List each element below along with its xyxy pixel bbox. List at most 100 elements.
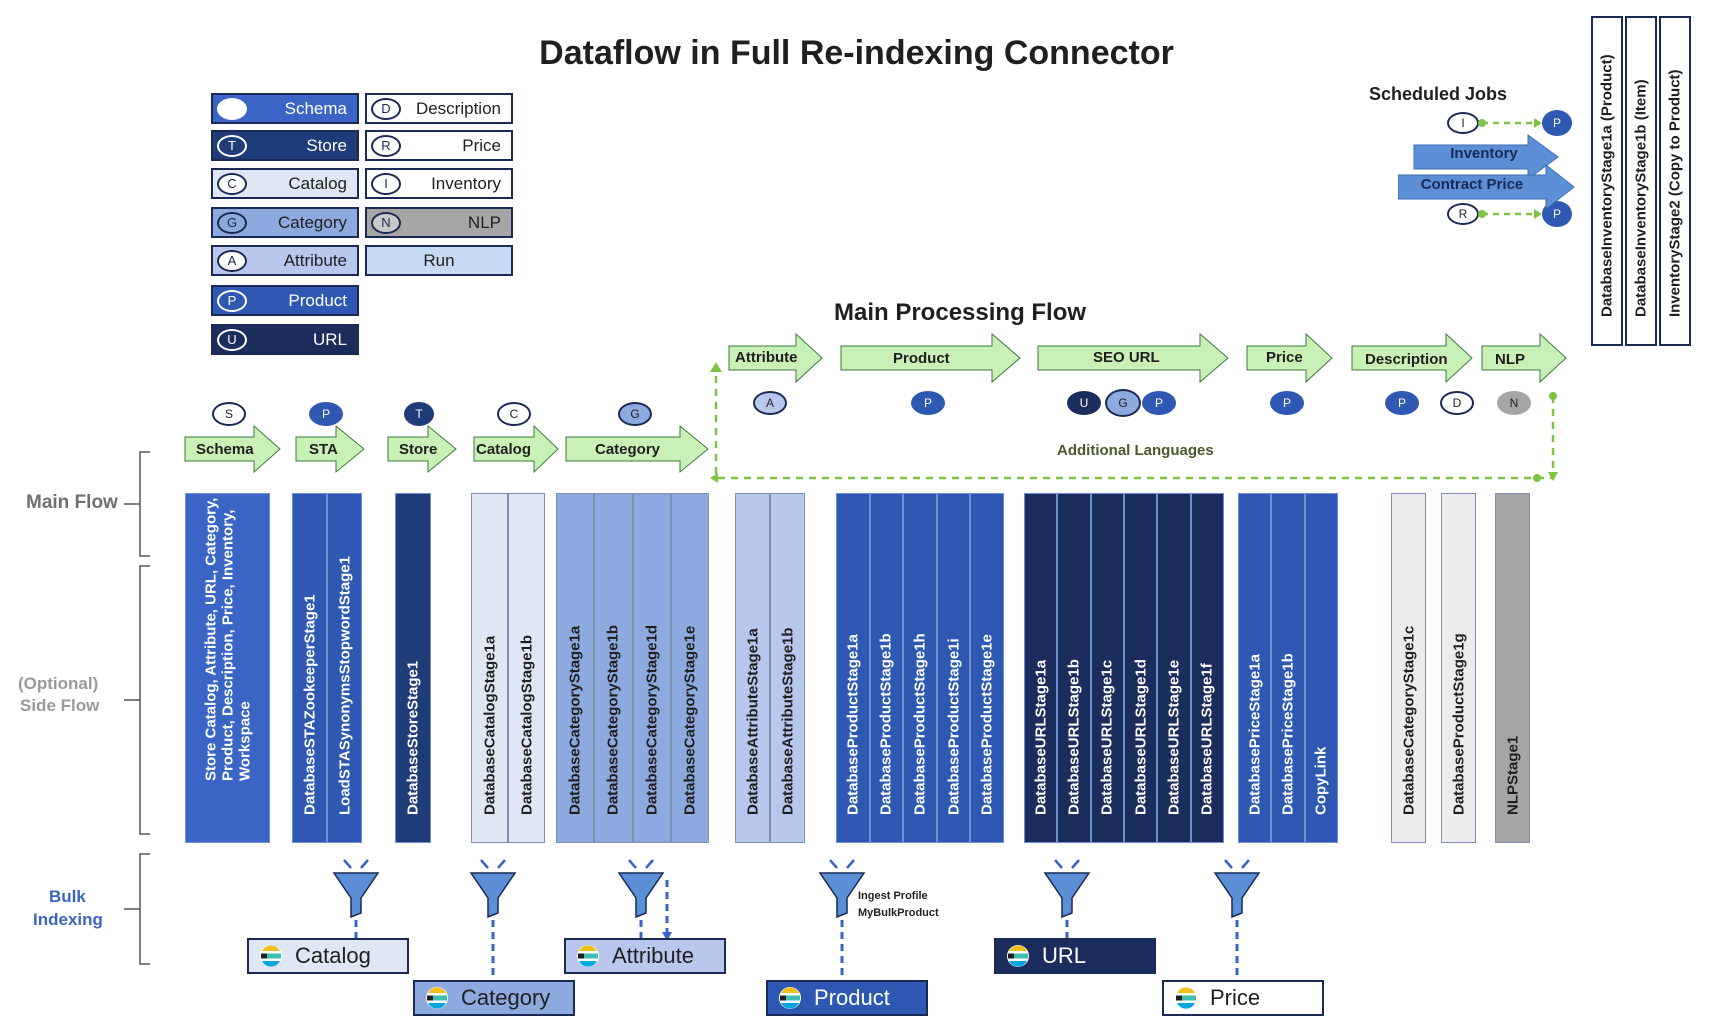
task-box-category: DatabaseCategoryStage1a bbox=[556, 493, 595, 843]
token-price: R bbox=[1447, 203, 1479, 225]
token-t: T bbox=[404, 402, 434, 426]
stage-store: Store bbox=[399, 441, 438, 458]
task-box-product: DatabaseProductStage1b bbox=[869, 493, 904, 843]
task-box-nlp: NLPStage1 bbox=[1495, 493, 1530, 843]
legend-token: T bbox=[217, 134, 247, 157]
funnel-icon bbox=[469, 859, 517, 990]
token-c: C bbox=[497, 402, 531, 426]
legend-label: Store bbox=[306, 135, 347, 155]
token-u: U bbox=[1067, 391, 1101, 415]
task-box-description2: DatabaseProductStage1g bbox=[1441, 493, 1476, 843]
task-box-url: DatabaseURLStage1f bbox=[1190, 493, 1224, 843]
stage-schema: Schema bbox=[196, 441, 254, 458]
scheduled-stage: InventoryStage2 (Copy to Product) bbox=[1659, 16, 1691, 346]
legend-token: C bbox=[217, 172, 247, 195]
output-label: Catalog bbox=[295, 943, 371, 968]
task-box-category: DatabaseCategoryStage1d bbox=[632, 493, 671, 843]
task-box-attribute: DatabaseAttributeStage1b bbox=[770, 493, 805, 843]
ingest-profile-name: MyBulkProduct bbox=[858, 907, 939, 919]
legend-label: Catalog bbox=[288, 173, 347, 193]
funnel-icon bbox=[1043, 859, 1091, 948]
elasticsearch-icon bbox=[425, 986, 449, 1010]
stage-description: Description bbox=[1365, 351, 1448, 368]
task-box-category: DatabaseCategoryStage1e bbox=[670, 493, 709, 843]
task-box-catalog: DatabaseCatalogStage1a bbox=[471, 493, 508, 843]
output-label: Price bbox=[1210, 985, 1261, 1010]
output-index-product: Product bbox=[766, 980, 928, 1016]
output-index-price: Price bbox=[1162, 980, 1324, 1016]
token-p: P bbox=[1142, 391, 1176, 415]
output-label: URL bbox=[1042, 943, 1087, 968]
legend-label: URL bbox=[312, 329, 347, 349]
token-g: G bbox=[1105, 389, 1141, 417]
task-box-attribute: DatabaseAttributeStage1a bbox=[735, 493, 770, 843]
elasticsearch-icon bbox=[1006, 944, 1030, 968]
legend-token: A bbox=[217, 249, 247, 272]
elasticsearch-icon bbox=[778, 986, 802, 1010]
stage-attribute: Attribute bbox=[735, 349, 798, 366]
task-box-url: DatabaseURLStage1c bbox=[1090, 493, 1124, 843]
stage-seo-url: SEO URL bbox=[1093, 349, 1160, 366]
legend-token: U bbox=[217, 328, 247, 351]
additional-languages-label: Additional Languages bbox=[1057, 442, 1214, 459]
inventory-arrow-label: Inventory bbox=[1450, 145, 1518, 162]
token-n: N bbox=[1497, 391, 1531, 415]
output-index-attribute: Attribute bbox=[564, 938, 726, 974]
legend-label: Price bbox=[462, 135, 501, 155]
funnel-icon bbox=[617, 859, 665, 948]
task-box-sta: DatabaseSTAZookeeperStage1 bbox=[292, 493, 327, 843]
task-box-store: DatabaseStoreStage1 bbox=[395, 493, 431, 843]
legend-item-run: Run bbox=[365, 245, 513, 276]
legend-label: Category bbox=[278, 212, 347, 232]
token-product: P bbox=[1542, 110, 1572, 136]
elasticsearch-icon bbox=[576, 944, 600, 968]
legend-label: Product bbox=[288, 290, 347, 310]
elasticsearch-icon bbox=[1174, 986, 1198, 1010]
stage-nlp: NLP bbox=[1495, 351, 1525, 368]
legend-label: NLP bbox=[467, 212, 501, 232]
legend-item-category: G Category bbox=[211, 207, 359, 238]
task-box-schema: Store Catalog, Attribute, URL, Category,… bbox=[185, 493, 270, 843]
token-inventory: I bbox=[1447, 112, 1479, 134]
section-main-flow: Main Flow bbox=[26, 492, 118, 513]
output-label: Attribute bbox=[612, 943, 694, 968]
legend-token: S bbox=[217, 97, 247, 120]
task-box-url: DatabaseURLStage1d bbox=[1124, 493, 1158, 843]
legend-token: N bbox=[371, 211, 401, 234]
ingest-profile-note: Ingest Profile MyBulkProduct bbox=[858, 888, 939, 922]
legend-token: D bbox=[371, 97, 401, 120]
ingest-profile-label: Ingest Profile bbox=[858, 890, 928, 902]
token-p: P bbox=[1270, 391, 1304, 415]
stage-catalog: Catalog bbox=[476, 441, 532, 458]
section-side-flow-1: (Optional) bbox=[18, 674, 99, 693]
legend-token: G bbox=[217, 211, 247, 234]
task-box-price: DatabasePriceStage1b bbox=[1271, 493, 1305, 843]
token-p: P bbox=[1385, 391, 1419, 415]
funnel-icon bbox=[818, 859, 866, 990]
task-box-url: DatabaseURLStage1b bbox=[1057, 493, 1091, 843]
task-box-price: CopyLink bbox=[1304, 493, 1338, 843]
stage-product: Product bbox=[893, 350, 950, 367]
scheduled-jobs-title: Scheduled Jobs bbox=[1369, 84, 1508, 104]
task-box-catalog: DatabaseCatalogStage1b bbox=[508, 493, 545, 843]
legend-item-store: T Store bbox=[211, 130, 359, 161]
token-a: A bbox=[753, 391, 787, 415]
task-box-product: DatabaseProductStage1h bbox=[903, 493, 937, 843]
output-index-catalog: Catalog bbox=[247, 938, 409, 974]
section-side-flow-2: Side Flow bbox=[20, 696, 100, 715]
task-box-url: DatabaseURLStage1a bbox=[1024, 493, 1058, 843]
scheduled-jobs-arrows bbox=[1398, 118, 1575, 219]
task-box-sta: LoadSTASynonymsStopwordStage1 bbox=[327, 493, 362, 843]
task-box-price: DatabasePriceStage1a bbox=[1238, 493, 1272, 843]
token-g: G bbox=[618, 402, 652, 426]
task-box-product: DatabaseProductStage1e bbox=[970, 493, 1004, 843]
legend-item-url: U URL bbox=[211, 324, 359, 355]
section-bulk-2: Indexing bbox=[33, 910, 103, 929]
legend-item-nlp: N NLP bbox=[365, 207, 513, 238]
